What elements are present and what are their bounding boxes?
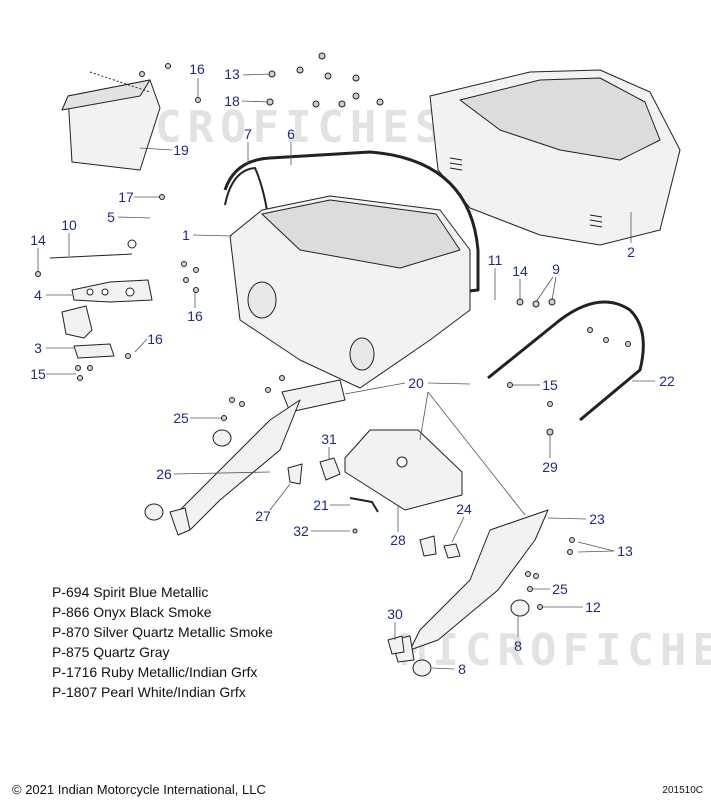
paint-color-item: P-694 Spirit Blue Metallic bbox=[52, 584, 209, 600]
callout-14b: 14 bbox=[512, 263, 528, 279]
callout-16b: 16 bbox=[187, 308, 203, 324]
callout-3: 3 bbox=[34, 340, 42, 356]
callout-25a: 25 bbox=[173, 410, 189, 426]
part-19-guide-line bbox=[89, 71, 151, 93]
leader-lines bbox=[37, 73, 655, 670]
part-8-bushing-right bbox=[510, 599, 530, 617]
part-31-block bbox=[319, 457, 341, 481]
callout-21: 21 bbox=[313, 497, 329, 513]
paint-color-item: P-1807 Pearl White/Indian Grfx bbox=[52, 684, 246, 700]
part-4-bracket bbox=[71, 279, 153, 303]
callout-19: 19 bbox=[173, 142, 189, 158]
part-28-mount-plate bbox=[344, 429, 463, 511]
part-19-lid-panel-shade bbox=[61, 79, 151, 111]
paint-color-item: P-875 Quartz Gray bbox=[52, 644, 170, 660]
part-1-speaker-left bbox=[247, 281, 277, 319]
part-10-cable bbox=[49, 253, 133, 259]
callout-10: 10 bbox=[61, 217, 77, 233]
callout-27: 27 bbox=[255, 508, 271, 524]
callout-31: 31 bbox=[321, 431, 337, 447]
paint-color-list: P-694 Spirit Blue Metallic P-866 Onyx Bl… bbox=[52, 582, 273, 702]
callout-24: 24 bbox=[456, 501, 472, 517]
callout-30: 30 bbox=[387, 606, 403, 622]
fastener-hardware bbox=[35, 52, 631, 610]
callout-25b: 25 bbox=[552, 581, 568, 597]
copyright-notice: © 2021 Indian Motorcycle International, … bbox=[12, 782, 266, 797]
callout-2: 2 bbox=[627, 244, 635, 260]
paint-color-item: P-1716 Ruby Metallic/Indian Grfx bbox=[52, 664, 258, 680]
part-24-clip bbox=[419, 535, 437, 557]
callout-17: 17 bbox=[118, 189, 134, 205]
callout-29: 29 bbox=[542, 459, 558, 475]
callout-16a: 16 bbox=[189, 61, 205, 77]
part-26-arm-end bbox=[169, 507, 191, 536]
callout-5: 5 bbox=[107, 209, 115, 225]
paint-color-item: P-866 Onyx Black Smoke bbox=[52, 604, 212, 620]
paint-color-item: P-870 Silver Quartz Metallic Smoke bbox=[52, 624, 273, 640]
callout-6: 6 bbox=[287, 126, 295, 142]
callout-20: 20 bbox=[408, 375, 424, 391]
part-27-clip bbox=[287, 463, 303, 485]
callout-16c: 16 bbox=[147, 331, 163, 347]
callout-7: 7 bbox=[244, 126, 252, 142]
part-2-lid-inner bbox=[459, 77, 661, 161]
part-30-clip bbox=[387, 635, 405, 655]
part-26-side-arm bbox=[174, 399, 301, 531]
part-2-vent-slots bbox=[449, 157, 603, 228]
part-3-hinge-plate bbox=[61, 305, 93, 339]
part-1-speaker-right bbox=[349, 337, 375, 371]
part-8-bushing-lower bbox=[412, 659, 432, 677]
callout-15a: 15 bbox=[30, 366, 46, 382]
callout-11: 11 bbox=[487, 252, 503, 268]
callout-32: 32 bbox=[293, 523, 309, 539]
part-23-side-arm bbox=[409, 509, 549, 651]
callout-15b: 15 bbox=[542, 377, 558, 393]
callout-1: 1 bbox=[182, 227, 190, 243]
callout-13b: 13 bbox=[617, 543, 633, 559]
part-6-lid-seal bbox=[223, 150, 480, 302]
part-21-latch bbox=[349, 497, 379, 513]
part-1-trunk-interior bbox=[261, 199, 461, 269]
part-22-rail bbox=[487, 300, 645, 422]
part-26-bushing-lower bbox=[144, 503, 164, 521]
callout-8a: 8 bbox=[514, 638, 522, 654]
part-24-block bbox=[443, 543, 461, 559]
callout-22: 22 bbox=[659, 373, 675, 389]
callout-23: 23 bbox=[589, 511, 605, 527]
callout-8b: 8 bbox=[458, 661, 466, 677]
part-26-bushing bbox=[212, 429, 232, 447]
callout-28: 28 bbox=[390, 532, 406, 548]
figure-code: 201510C bbox=[662, 785, 703, 796]
watermark-bottom: MICROFICHES.NET bbox=[400, 625, 711, 676]
part-10-connector bbox=[127, 239, 137, 249]
callout-26: 26 bbox=[156, 466, 172, 482]
callout-18: 18 bbox=[224, 93, 240, 109]
part-3-hinge-base bbox=[73, 343, 115, 359]
callout-14a: 14 bbox=[30, 232, 46, 248]
callout-13a: 13 bbox=[224, 66, 240, 82]
callout-4: 4 bbox=[34, 287, 42, 303]
callout-12: 12 bbox=[585, 599, 601, 615]
callout-9: 9 bbox=[552, 261, 560, 277]
